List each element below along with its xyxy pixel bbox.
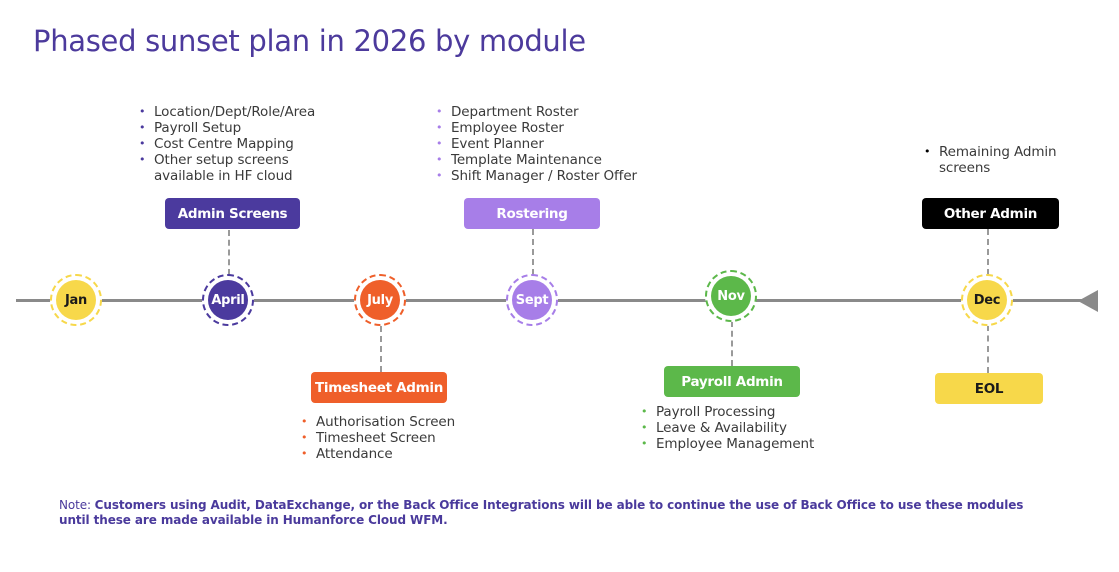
milestone-july-label: July [360, 280, 400, 320]
milestone-jan: Jan [50, 274, 102, 326]
admin-screens-items: Location/Dept/Role/Area Payroll Setup Co… [137, 104, 347, 184]
connector-sept [532, 229, 534, 275]
module-rostering: Rostering [464, 198, 600, 229]
list-item: Employee Roster [434, 120, 664, 136]
connector-nov [731, 321, 733, 366]
milestone-april: April [202, 274, 254, 326]
milestone-sept-label: Sept [512, 280, 552, 320]
connector-dec-up [987, 229, 989, 275]
module-timesheet-admin: Timesheet Admin [311, 372, 447, 403]
timeline-arrow-icon [1078, 290, 1098, 312]
list-item: Payroll Setup [137, 120, 347, 136]
list-item: Event Planner [434, 136, 664, 152]
milestone-nov-label: Nov [711, 276, 751, 316]
list-item: Shift Manager / Roster Offer [434, 168, 664, 184]
list-item: Payroll Processing [639, 404, 849, 420]
list-item: Timesheet Screen [299, 430, 499, 446]
note-text: Customers using Audit, DataExchange, or … [59, 498, 1024, 527]
list-item: Authorisation Screen [299, 414, 499, 430]
note-label: Note: [59, 498, 95, 512]
page-title: Phased sunset plan in 2026 by module [33, 24, 586, 58]
footnote: Note: Customers using Audit, DataExchang… [59, 498, 1029, 528]
list-item: Leave & Availability [639, 420, 849, 436]
connector-july [380, 326, 382, 372]
list-item: Employee Management [639, 436, 849, 452]
timesheet-admin-items: Authorisation Screen Timesheet Screen At… [299, 414, 499, 462]
module-payroll-admin: Payroll Admin [664, 366, 800, 397]
module-other-admin: Other Admin [922, 198, 1059, 229]
list-item: Cost Centre Mapping [137, 136, 347, 152]
list-item: Other setup screens available in HF clou… [137, 152, 319, 184]
payroll-admin-items: Payroll Processing Leave & Availability … [639, 404, 849, 452]
rostering-items: Department Roster Employee Roster Event … [434, 104, 664, 184]
milestone-april-label: April [208, 280, 248, 320]
list-item: Location/Dept/Role/Area [137, 104, 347, 120]
milestone-dec-label: Dec [967, 280, 1007, 320]
list-item: Remaining Admin screens [922, 144, 1064, 176]
milestone-july: July [354, 274, 406, 326]
module-admin-screens: Admin Screens [165, 198, 300, 229]
milestone-dec: Dec [961, 274, 1013, 326]
milestone-jan-label: Jan [56, 280, 96, 320]
connector-april [228, 230, 230, 275]
other-admin-items: Remaining Admin screens [922, 144, 1072, 176]
list-item: Department Roster [434, 104, 664, 120]
module-eol: EOL [935, 373, 1043, 404]
milestone-nov: Nov [705, 270, 757, 322]
list-item: Template Maintenance [434, 152, 664, 168]
connector-dec-down [987, 325, 989, 373]
list-item: Attendance [299, 446, 499, 462]
milestone-sept: Sept [506, 274, 558, 326]
